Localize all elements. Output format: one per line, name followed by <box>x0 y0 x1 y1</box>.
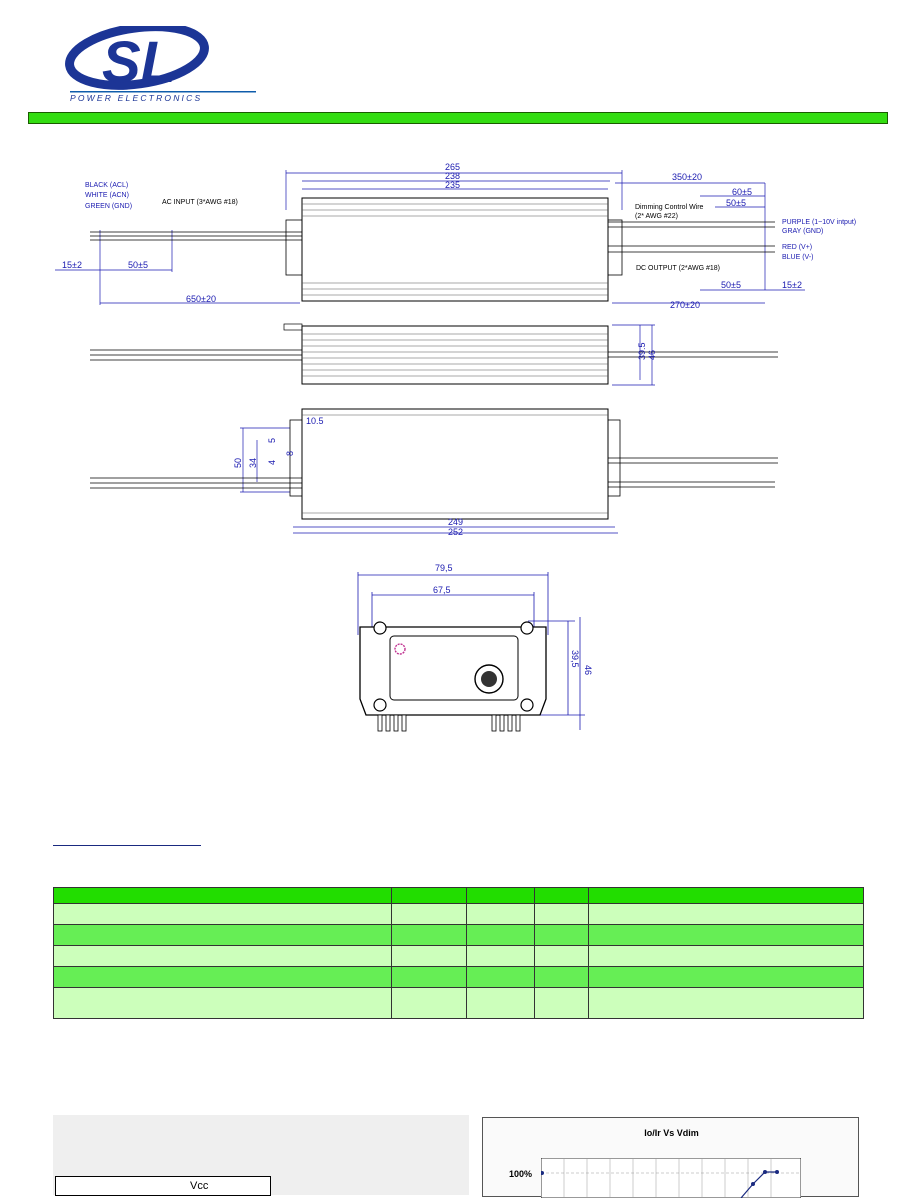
dim-bottom-34: 34 <box>248 458 258 468</box>
chart-point <box>541 1171 544 1175</box>
dim-60: 60±5 <box>732 187 752 197</box>
label-dimming-wire: Dimming Control Wire <box>635 204 704 211</box>
dim-265: 265 <box>445 162 460 172</box>
dim-79-5: 79,5 <box>435 563 453 573</box>
side-view <box>90 323 778 385</box>
dim-252: 252 <box>448 527 463 537</box>
dim-15-left: 15±2 <box>62 260 82 270</box>
label-dc-output: DC OUTPUT (2*AWG #18) <box>636 265 720 272</box>
label-white-acn: WHITE (ACN) <box>85 192 129 199</box>
label-purple: PURPLE (1~10V intput) <box>782 219 856 226</box>
end-view-drawing: 79,5 67,5 39,5 46 <box>357 563 593 732</box>
company-logo: SL POWER ELECTRONICS <box>65 26 256 103</box>
dim-50-left: 50±5 <box>128 260 148 270</box>
label-blue: BLUE (V-) <box>782 254 814 261</box>
table-header-row <box>53 887 864 904</box>
dim-238: 238 <box>445 171 460 181</box>
dim-650: 650±20 <box>186 294 216 304</box>
header-green-bar <box>28 112 888 124</box>
dim-bottom-50: 50 <box>233 458 243 468</box>
table-row <box>53 945 864 967</box>
chart-plot-area <box>541 1158 801 1198</box>
chart-point <box>775 1170 779 1174</box>
label-green-gnd: GREEN (GND) <box>85 203 132 210</box>
dim-67-5: 67,5 <box>433 585 451 595</box>
label-gray: GRAY (GND) <box>782 228 823 235</box>
dim-bottom-4: 4 <box>267 460 277 465</box>
dim-270: 270±20 <box>670 300 700 310</box>
dim-50-right: 50±5 <box>726 198 746 208</box>
dim-bottom-8: 8 <box>285 451 295 456</box>
logo-underline <box>70 91 256 93</box>
dimming-chart: Io/Ir Vs Vdim 100% <box>482 1117 859 1198</box>
vcc-label: Vcc <box>190 1180 209 1192</box>
table-row <box>53 966 864 988</box>
led-indicator-icon <box>394 643 406 655</box>
dim-50-bottom-right: 50±5 <box>721 280 741 290</box>
dim-bottom-5: 5 <box>267 438 277 443</box>
dim-15-right: 15±2 <box>782 280 802 290</box>
table-row <box>53 987 864 1019</box>
dim-end-39-5: 39,5 <box>570 650 580 668</box>
label-red: RED (V+) <box>782 244 812 251</box>
chart-point <box>763 1170 767 1174</box>
spec-table <box>53 887 864 1019</box>
label-ac-input: AC INPUT (3*AWG #18) <box>162 199 238 206</box>
mechanical-drawing: 265 238 235 350±20 60±5 50±5 15±2 50±5 6… <box>55 162 856 537</box>
bottom-view <box>90 408 778 520</box>
logo-swoosh <box>65 26 209 90</box>
vcc-box <box>55 1176 271 1196</box>
screw-icon <box>373 698 387 712</box>
section-heading-underline <box>53 845 201 846</box>
chart-point <box>751 1182 755 1186</box>
label-dimming-awg: (2* AWG #22) <box>635 213 678 220</box>
end-view-dimension-lines <box>357 572 585 730</box>
table-row <box>53 924 864 946</box>
logo-letters: SL <box>102 30 176 95</box>
label-black-acl: BLACK (ACL) <box>85 182 128 189</box>
top-view <box>90 197 775 302</box>
dim-350: 350±20 <box>672 172 702 182</box>
screw-icon <box>520 698 534 712</box>
logo-tagline: POWER ELECTRONICS <box>70 93 202 103</box>
screw-icon <box>373 621 387 635</box>
dim-side-46: 46 <box>647 350 657 360</box>
dim-235: 235 <box>445 180 460 190</box>
chart-title: Io/Ir Vs Vdim <box>644 1128 699 1138</box>
dim-10-5: 10.5 <box>306 416 324 426</box>
dim-end-46: 46 <box>583 665 593 675</box>
table-row <box>53 903 864 925</box>
dim-side-39-5: 39.5 <box>637 342 647 360</box>
chart-ytick-100: 100% <box>509 1169 533 1179</box>
end-view-housing <box>359 621 547 732</box>
screw-icon <box>520 621 534 635</box>
dimension-lines <box>55 170 805 534</box>
dim-249: 249 <box>448 517 463 527</box>
